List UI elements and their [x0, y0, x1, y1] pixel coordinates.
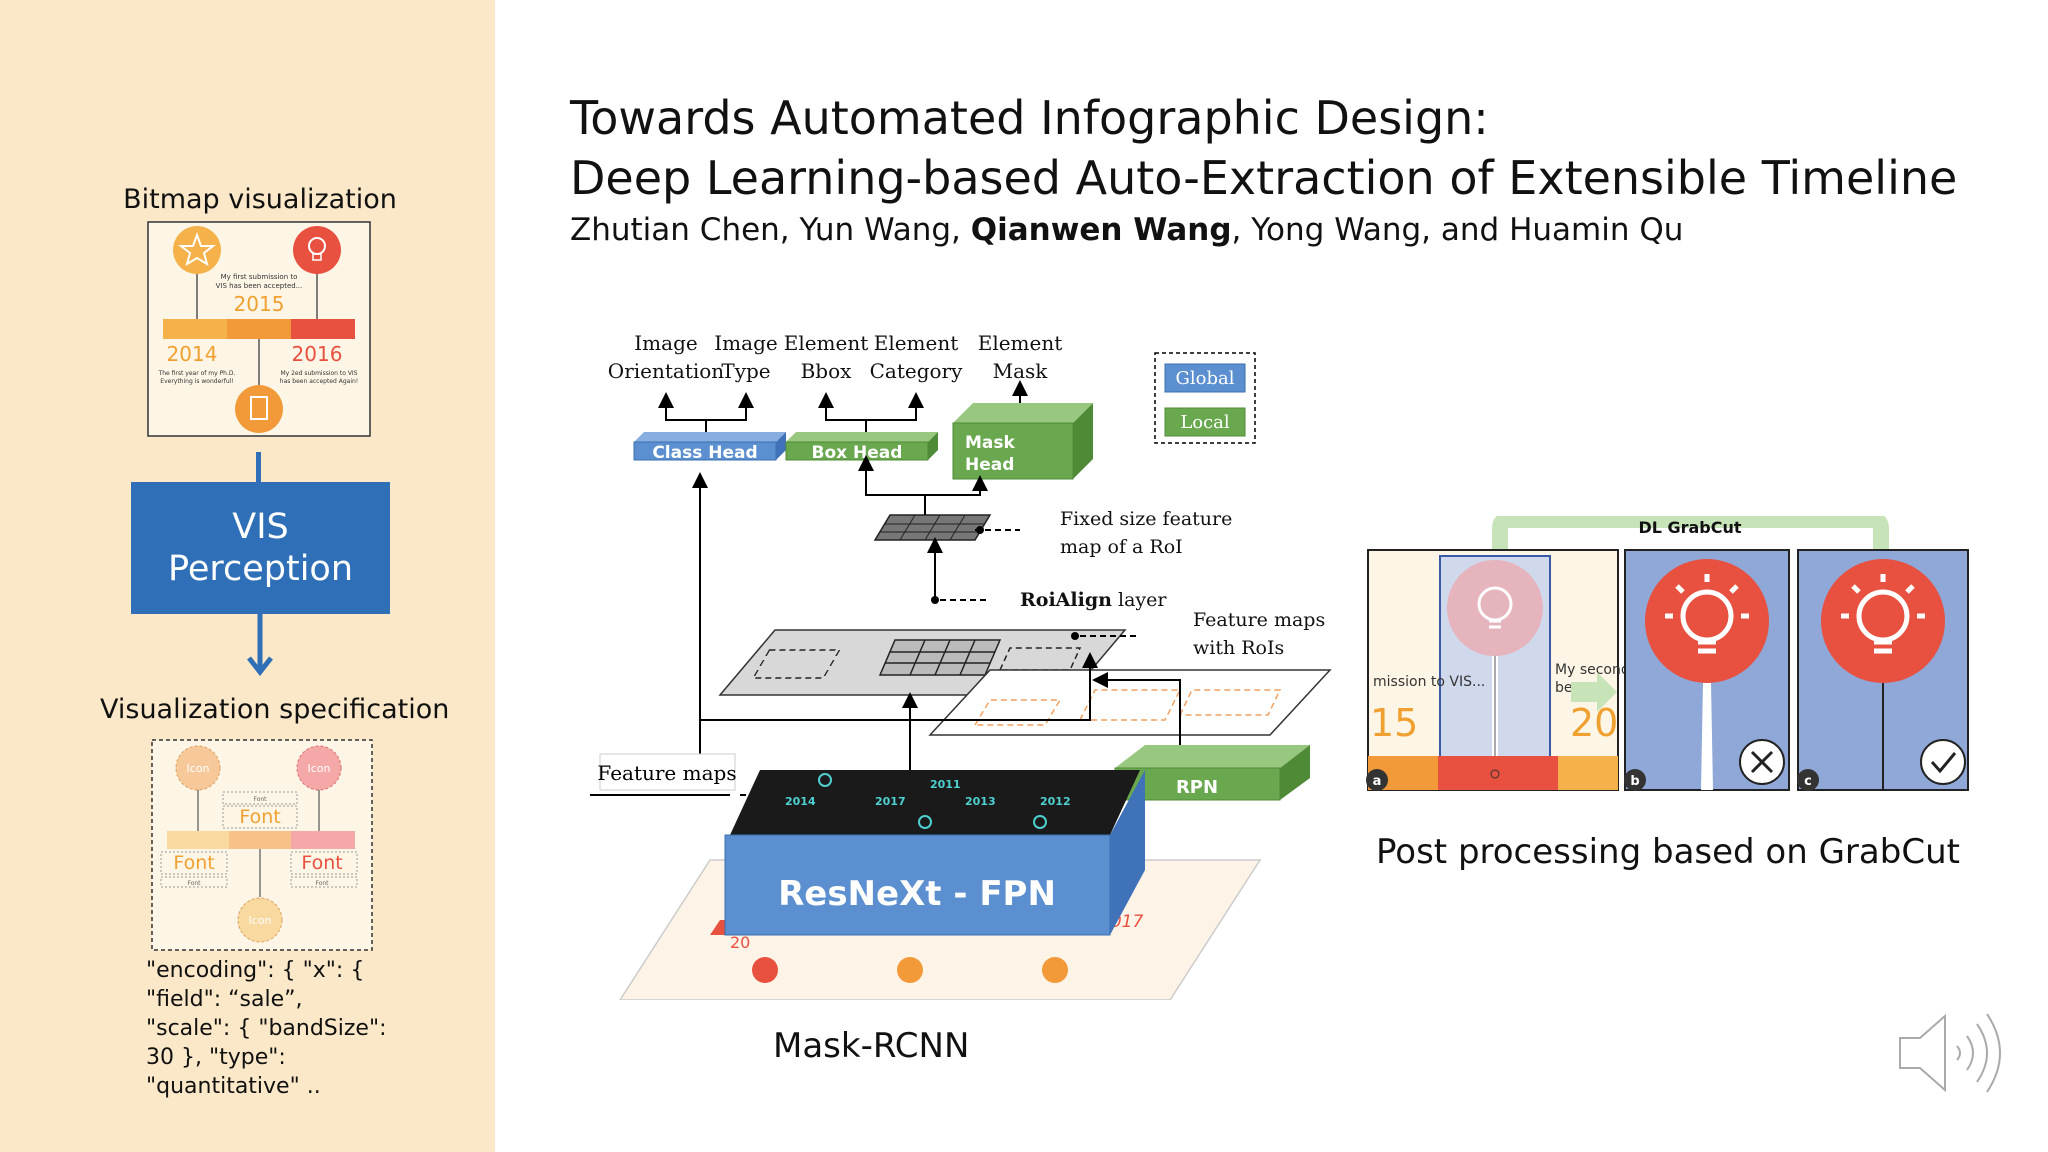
svg-text:Box Head: Box Head	[812, 443, 903, 463]
svg-text:Font: Font	[301, 852, 342, 874]
svg-text:Everything is wonderful!: Everything is wonderful!	[160, 378, 233, 385]
svg-text:15: 15	[1370, 701, 1418, 745]
svg-text:The first year of my Ph.D.: The first year of my Ph.D.	[158, 370, 236, 377]
svg-text:Bbox: Bbox	[801, 359, 853, 383]
svg-text:Mask: Mask	[993, 359, 1049, 383]
svg-text:2017: 2017	[875, 795, 906, 808]
svg-text:DL GrabCut: DL GrabCut	[1638, 518, 1741, 537]
svg-text:Type: Type	[721, 359, 770, 383]
svg-text:Font: Font	[187, 880, 201, 887]
svg-text:VIS has been accepted...: VIS has been accepted...	[216, 282, 303, 290]
svg-text:Font: Font	[239, 806, 280, 828]
svg-text:20: 20	[730, 933, 750, 952]
svg-text:2012: 2012	[1040, 795, 1071, 808]
bitmap-label: Bitmap visualization	[123, 184, 397, 215]
authors: Zhutian Chen, Yun Wang, Qianwen Wang, Yo…	[570, 212, 1684, 248]
lightbulb-icon	[1665, 574, 1749, 654]
slide-title: Towards Automated Infographic Design: De…	[570, 91, 1958, 205]
grabcut-caption: Post processing based on GrabCut	[1376, 832, 1960, 872]
spec-label: Visualization specification	[100, 694, 450, 725]
bitmap-thumbnail: My first submission to VIS has been acce…	[147, 221, 371, 437]
svg-text:c: c	[1804, 774, 1812, 789]
lightbulb-icon	[1841, 574, 1925, 654]
svg-text:Font: Font	[253, 796, 267, 803]
svg-text:Element: Element	[784, 331, 869, 355]
year-2014: 2014	[167, 342, 218, 366]
svg-text:Category: Category	[870, 359, 964, 383]
svg-text:My second: My second	[1555, 662, 1630, 678]
svg-text:20: 20	[1570, 701, 1618, 745]
down-arrow-icon	[247, 614, 273, 676]
svg-text:Local: Local	[1180, 412, 1230, 433]
speaker-icon[interactable]	[1895, 1008, 2015, 1098]
svg-text:Fixed size feature: Fixed size feature	[1060, 508, 1232, 530]
svg-text:Font: Font	[173, 852, 214, 874]
svg-text:My first submission to: My first submission to	[221, 273, 298, 281]
document-icon	[235, 385, 283, 433]
svg-text:Image: Image	[634, 331, 697, 355]
svg-text:Image: Image	[714, 331, 777, 355]
svg-text:Font: Font	[315, 880, 329, 887]
svg-text:Feature maps: Feature maps	[597, 761, 736, 785]
svg-text:Mask: Mask	[965, 433, 1016, 453]
svg-text:Icon: Icon	[187, 762, 210, 775]
svg-text:Global: Global	[1176, 368, 1235, 389]
svg-text:ResNeXt - FPN: ResNeXt - FPN	[778, 874, 1056, 914]
svg-text:map of a RoI: map of a RoI	[1060, 536, 1183, 558]
svg-text:a: a	[1373, 774, 1382, 789]
svg-text:2011: 2011	[930, 778, 961, 791]
svg-text:Class Head: Class Head	[652, 443, 757, 463]
lightbulb-icon	[293, 226, 341, 274]
svg-text:Orientation: Orientation	[608, 359, 725, 383]
svg-text:Element: Element	[978, 331, 1063, 355]
check-icon	[1930, 752, 1957, 774]
svg-text:b: b	[1630, 774, 1639, 789]
year-2015: 2015	[234, 292, 285, 316]
year-2016: 2016	[292, 342, 343, 366]
cross-icon	[1750, 750, 1774, 774]
grabcut-panels: DL GrabCut mission to VIS... My second b…	[1366, 516, 1969, 791]
svg-text:2013: 2013	[965, 795, 996, 808]
maskrcnn-caption: Mask-RCNN	[773, 1026, 970, 1066]
connector-line	[256, 452, 261, 482]
mask-rcnn-diagram: Image Orientation Image Type Element Bbo…	[590, 331, 1332, 1000]
svg-text:has been accepted Again!: has been accepted Again!	[280, 378, 358, 385]
svg-text:2014: 2014	[785, 795, 816, 808]
svg-text:RPN: RPN	[1176, 777, 1218, 798]
svg-text:Icon: Icon	[249, 914, 272, 927]
spec-thumbnail: Icon Icon Font Font Font Font Font Font …	[151, 739, 373, 951]
svg-text:Icon: Icon	[308, 762, 331, 775]
svg-text:Feature maps: Feature maps	[1193, 609, 1325, 631]
svg-text:Head: Head	[965, 455, 1014, 475]
svg-text:RoiAlign layer: RoiAlign layer	[1020, 589, 1167, 611]
svg-text:My 2ed submission to VIS: My 2ed submission to VIS	[280, 370, 357, 377]
svg-text:Element: Element	[874, 331, 959, 355]
svg-text:mission to VIS...: mission to VIS...	[1373, 674, 1485, 690]
spec-code: "encoding": { "x": { "field": “sale”, "s…	[146, 958, 387, 1099]
lightbulb-icon	[1477, 586, 1513, 629]
svg-text:be: be	[1555, 680, 1573, 696]
star-icon	[173, 226, 221, 274]
svg-text:with RoIs: with RoIs	[1193, 637, 1284, 659]
